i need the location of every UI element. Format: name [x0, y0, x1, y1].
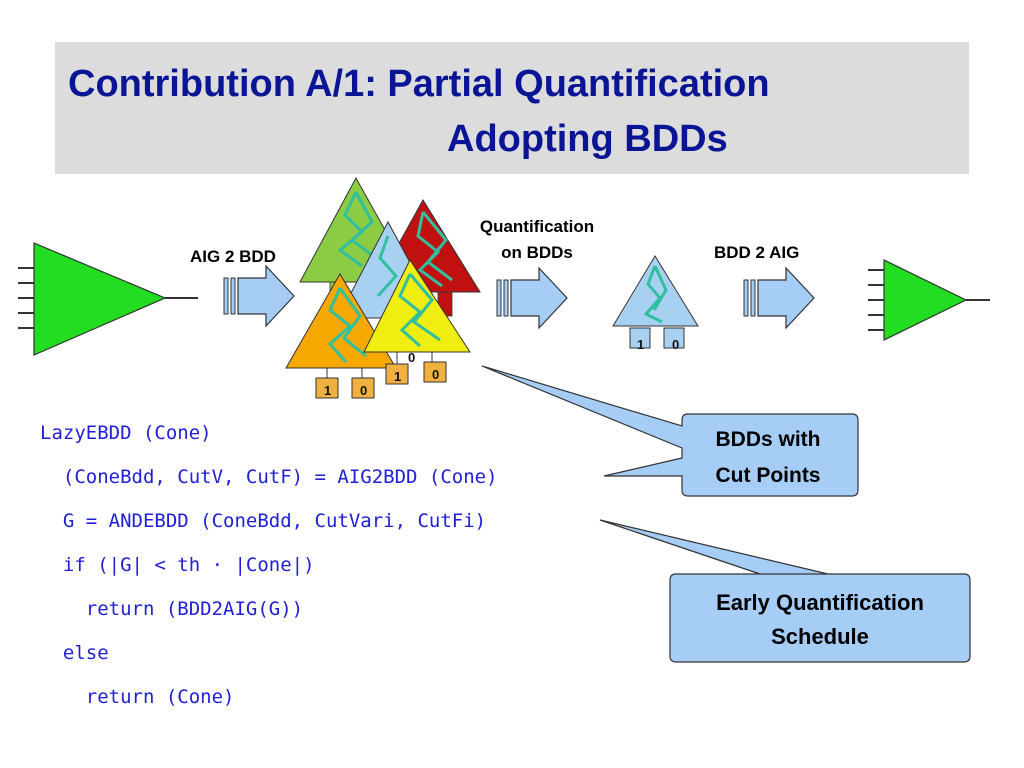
callout-schedule: Early Quantification Schedule [599, 519, 971, 663]
bdd-tree-yellow: 1 0 [363, 258, 471, 385]
input-aig-cone [18, 242, 198, 356]
bdd-cluster: 0 1 0 1 [285, 176, 481, 399]
arrow-aig-to-bdd [223, 265, 295, 327]
terminal-zero-label: 0 [360, 383, 367, 398]
code-line: (ConeBdd, CutV, CutF) = AIG2BDD (Cone) [40, 466, 498, 488]
code-line: G = ANDEBDD (ConeBdd, CutVari, CutFi) [40, 510, 487, 532]
title-bar [55, 42, 969, 174]
terminal-zero-label: 0 [432, 367, 439, 382]
label-bdd-to-aig: BDD 2 AIG [714, 243, 799, 262]
terminal-one-label: 1 [394, 369, 401, 384]
code-line: if (|G| < th · |Cone|) [40, 554, 315, 576]
callout-schedule-line-1: Early Quantification [716, 590, 924, 615]
terminal-zero-label: 0 [672, 337, 679, 352]
quantified-bdd: 1 0 [612, 255, 699, 352]
slide-title-line-1: Contribution A/1: Partial Quantification [68, 63, 770, 105]
code-line: LazyEBDD (Cone) [40, 422, 212, 444]
callout-schedule-line-2: Schedule [771, 624, 869, 649]
label-aig-to-bdd: AIG 2 BDD [190, 247, 276, 266]
callout-cut-points-line-2: Cut Points [716, 464, 821, 487]
label-quantification-line-2: on BDDs [501, 243, 573, 262]
label-quantification-line-1: Quantification [480, 217, 594, 236]
output-aig-cone [868, 259, 990, 341]
arrow-quantify [496, 267, 568, 329]
slide-title-line-2: Adopting BDDs [447, 118, 728, 160]
code-line: return (BDD2AIG(G)) [40, 598, 304, 620]
arrow-bdd-to-aig [743, 267, 815, 329]
callout-cut-points-line-1: BDDs with [716, 428, 821, 451]
terminal-one-label: 1 [637, 337, 644, 352]
code-line: return (Cone) [40, 686, 235, 708]
code-line: else [40, 642, 109, 664]
terminal-one-label: 1 [324, 383, 331, 398]
terminal-zero-label: 0 [408, 350, 415, 365]
callout-cut-points: BDDs with Cut Points [481, 365, 859, 497]
